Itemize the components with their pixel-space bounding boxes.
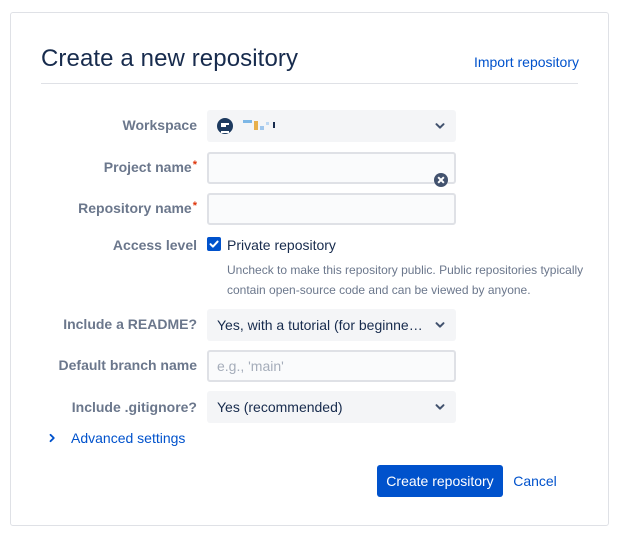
repository-name-label: Repository name* xyxy=(78,200,197,216)
advanced-settings-toggle[interactable]: Advanced settings xyxy=(47,430,185,446)
chevron-down-icon xyxy=(435,404,445,410)
gitignore-select-value: Yes (recommended) xyxy=(217,399,343,415)
default-branch-label: Default branch name xyxy=(58,357,197,373)
private-repository-checkbox[interactable] xyxy=(207,237,221,251)
gitignore-select[interactable]: Yes (recommended) xyxy=(207,391,456,423)
project-name-input[interactable] xyxy=(207,152,456,184)
workspace-name xyxy=(243,118,275,134)
chevron-down-icon xyxy=(435,123,445,129)
required-asterisk: * xyxy=(192,200,197,212)
readme-select[interactable]: Yes, with a tutorial (for beginne… xyxy=(207,309,456,341)
cancel-button[interactable]: Cancel xyxy=(507,465,563,497)
project-name-label: Project name* xyxy=(103,159,197,175)
chevron-down-icon xyxy=(435,322,445,328)
import-repository-link[interactable]: Import repository xyxy=(473,54,579,70)
page-title: Create a new repository xyxy=(41,45,299,72)
clear-icon[interactable] xyxy=(434,173,448,187)
header-divider xyxy=(41,83,578,84)
create-repository-button[interactable]: Create repository xyxy=(377,465,503,497)
required-asterisk: * xyxy=(192,159,197,171)
checkmark-icon xyxy=(209,240,219,248)
gitignore-label: Include .gitignore? xyxy=(71,399,197,415)
create-repository-card: Create a new repository Import repositor… xyxy=(10,12,609,526)
default-branch-input[interactable] xyxy=(207,350,456,382)
private-repository-label[interactable]: Private repository xyxy=(227,237,336,253)
chevron-right-icon xyxy=(49,433,55,443)
repository-name-input[interactable] xyxy=(207,193,456,225)
readme-select-value: Yes, with a tutorial (for beginne… xyxy=(217,317,423,333)
workspace-select[interactable] xyxy=(207,110,456,142)
access-level-help-text: Uncheck to make this repository public. … xyxy=(227,263,584,297)
workspace-label: Workspace xyxy=(122,117,197,133)
access-level-label: Access level xyxy=(112,237,197,253)
readme-label: Include a README? xyxy=(63,316,197,332)
workspace-avatar-icon xyxy=(217,118,233,134)
advanced-settings-label: Advanced settings xyxy=(71,430,186,446)
